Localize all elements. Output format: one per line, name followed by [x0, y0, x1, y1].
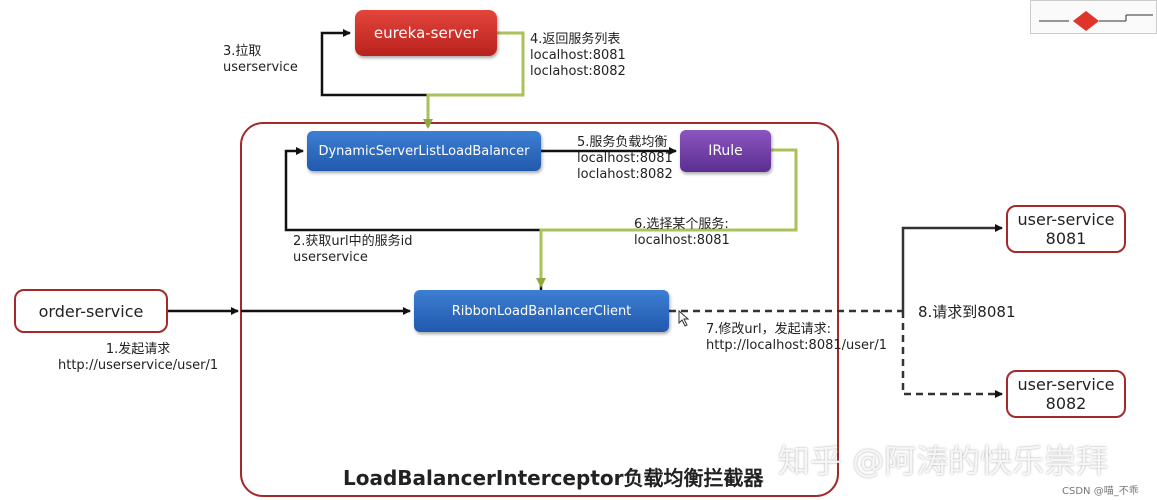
- arrow-step2-service-id: [284, 147, 543, 290]
- node-ribbon-label: RibbonLoadBanlancerClient: [451, 303, 632, 319]
- step4-label: 4.返回服务列表 localhost:8081 loclahost:8082: [530, 32, 626, 79]
- interceptor-region-border: [240, 122, 839, 497]
- node-user-service-8082-label: user-service 8082: [1017, 375, 1115, 413]
- arrow-to-8082: [901, 311, 1003, 398]
- node-user-service-8081-label: user-service 8081: [1017, 210, 1115, 248]
- mouse-cursor-icon: [678, 309, 690, 327]
- node-user-service-8081: user-service 8081: [1006, 205, 1126, 253]
- node-user-service-8082: user-service 8082: [1006, 370, 1126, 418]
- node-ribbon-load-balancer-client: RibbonLoadBanlancerClient: [414, 290, 669, 332]
- thumbnail-diagram-icon: [1039, 11, 1153, 31]
- step8-label: 8.请求到8081: [918, 303, 1016, 321]
- watermark-csdn: CSDN @喵_不乖: [1062, 486, 1139, 497]
- node-irule: IRule: [680, 130, 771, 172]
- arrow-step6-select: [536, 148, 798, 288]
- interceptor-region-title: LoadBalancerInterceptor负载均衡拦截器: [343, 466, 764, 490]
- step6-label: 6.选择某个服务: localhost:8081: [634, 217, 730, 248]
- node-eureka-server-label: eureka-server: [373, 24, 479, 42]
- node-order-service-label: order-service: [38, 301, 144, 321]
- arrow-step8-to-8081: [901, 224, 1003, 311]
- node-eureka-server: eureka-server: [355, 10, 497, 56]
- step1-label: 1.发起请求 http://userservice/user/1: [58, 342, 219, 373]
- arrow-step4-return: [423, 31, 525, 129]
- node-dynamic-lb-label: DynamicServerListLoadBalancer: [318, 143, 530, 159]
- node-irule-label: IRule: [708, 143, 743, 159]
- step7-label: 7.修改url，发起请求: http://localhost:8081/user…: [706, 322, 888, 353]
- step2-label: 2.获取url中的服务id userservice: [293, 234, 413, 265]
- node-dynamic-server-list-load-balancer: DynamicServerListLoadBalancer: [307, 131, 541, 171]
- step3-label: 3.拉取 userservice: [223, 44, 298, 75]
- step5-label: 5.服务负载均衡 localhost:8081 loclahost:8082: [577, 135, 673, 182]
- thumbnail-preview: [1030, 0, 1157, 34]
- node-order-service: order-service: [14, 289, 168, 333]
- watermark-zhihu: 知乎 @阿涛的快乐崇拜: [778, 442, 1109, 480]
